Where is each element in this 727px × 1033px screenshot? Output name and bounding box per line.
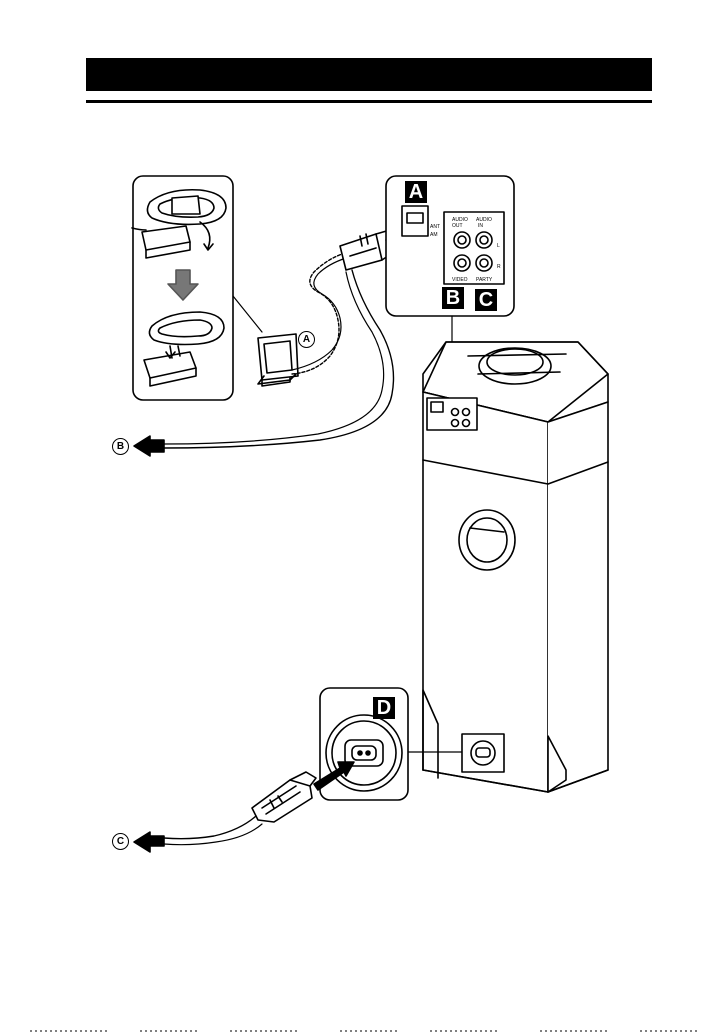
callout-a: A [298, 331, 315, 348]
svg-text:OUT: OUT [452, 223, 463, 229]
panel-label-c: C [475, 289, 497, 311]
panel-label-b: B [442, 287, 464, 309]
speaker-tower [423, 342, 608, 792]
loop-antenna [258, 334, 298, 386]
antenna-lead-twisted [292, 254, 342, 374]
page-edge-dashes [0, 1028, 727, 1033]
svg-text:AM: AM [430, 232, 438, 238]
callout-b: B [112, 438, 129, 455]
jack-label-party-chain: PARTY [476, 277, 493, 283]
svg-text:IN: IN [478, 223, 483, 229]
jack-label-antenna: ANT [430, 224, 440, 230]
antenna-assembly-panel [132, 176, 233, 400]
jack-label-video-out: VIDEO [452, 277, 468, 283]
left-arrow-icon-b [134, 436, 164, 456]
panel-label-a: A [405, 181, 427, 203]
jack-label-r: R [497, 264, 501, 270]
callout-c: C [112, 833, 129, 850]
panel-label-d: D [373, 697, 395, 719]
jack-label-l: L [497, 243, 500, 249]
ac-power-plug [252, 772, 316, 822]
left-arrow-icon-c [134, 832, 164, 852]
